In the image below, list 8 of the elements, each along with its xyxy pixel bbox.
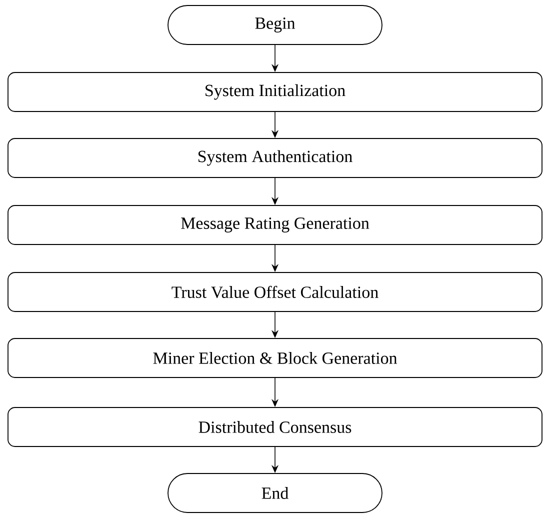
process-box: Distributed Consensus [8, 407, 542, 447]
process-box: Message Rating Generation [8, 205, 542, 245]
process-box: Trust Value Offset Calculation [8, 272, 542, 312]
terminal-box: End [168, 473, 382, 513]
process-box: Miner Election & Block Generation [8, 338, 542, 378]
terminal-box: Begin [168, 5, 382, 45]
process-box: System Authentication [8, 138, 542, 178]
process-box: System Initialization [8, 72, 542, 112]
